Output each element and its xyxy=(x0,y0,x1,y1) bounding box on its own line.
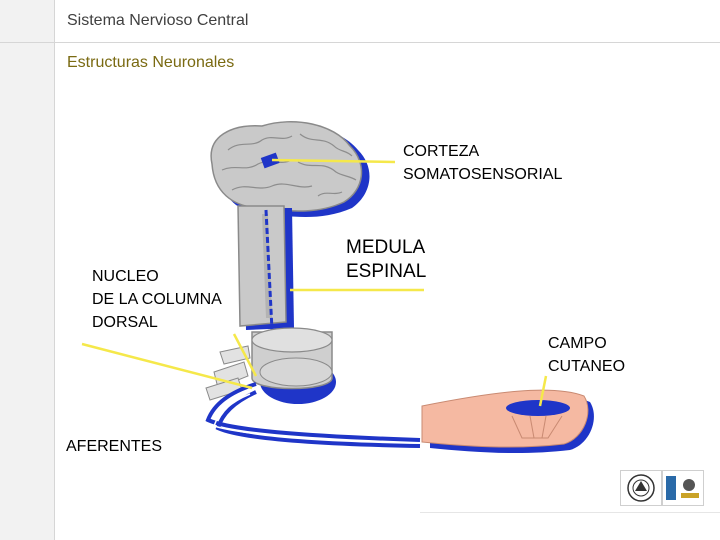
pointer-campo xyxy=(538,375,548,407)
spinal-column xyxy=(237,205,287,327)
skin-area xyxy=(421,389,589,448)
label-corteza-somatosensorial: CORTEZA SOMATOSENSORIAL xyxy=(403,143,563,183)
cutaneous-field xyxy=(506,400,570,416)
afferent-fiber-light xyxy=(213,393,419,444)
fes-logo-icon xyxy=(662,470,704,506)
label-campo-cutaneo: CAMPO CUTANEO xyxy=(548,335,626,375)
footer-divider xyxy=(420,512,720,513)
cortex-marker xyxy=(260,152,280,169)
header-divider xyxy=(0,42,720,43)
brain xyxy=(210,121,363,212)
ascending-fiber xyxy=(264,209,274,331)
label-aferentes: AFERENTES xyxy=(66,438,163,455)
afferent-fibers xyxy=(205,382,421,448)
left-divider xyxy=(54,0,55,540)
unam-seal-icon xyxy=(620,470,662,506)
pointer-corteza xyxy=(271,158,396,164)
cord-lower-disc xyxy=(259,357,333,387)
section-title: Estructuras Neuronales xyxy=(67,54,235,71)
cord-segment-top xyxy=(251,327,333,353)
pointer-aferentes xyxy=(81,342,253,390)
receptor-endings xyxy=(511,415,563,439)
left-band xyxy=(0,0,54,540)
brain-folds xyxy=(221,133,357,197)
label-medula-espinal: MEDULA ESPINAL xyxy=(346,237,427,282)
pointer-nucleo xyxy=(232,333,258,377)
page-title: Sistema Nervioso Central xyxy=(67,12,249,29)
label-nucleo-columna-dorsal: NUCLEO DE LA COLUMNA DORSAL xyxy=(92,268,222,331)
